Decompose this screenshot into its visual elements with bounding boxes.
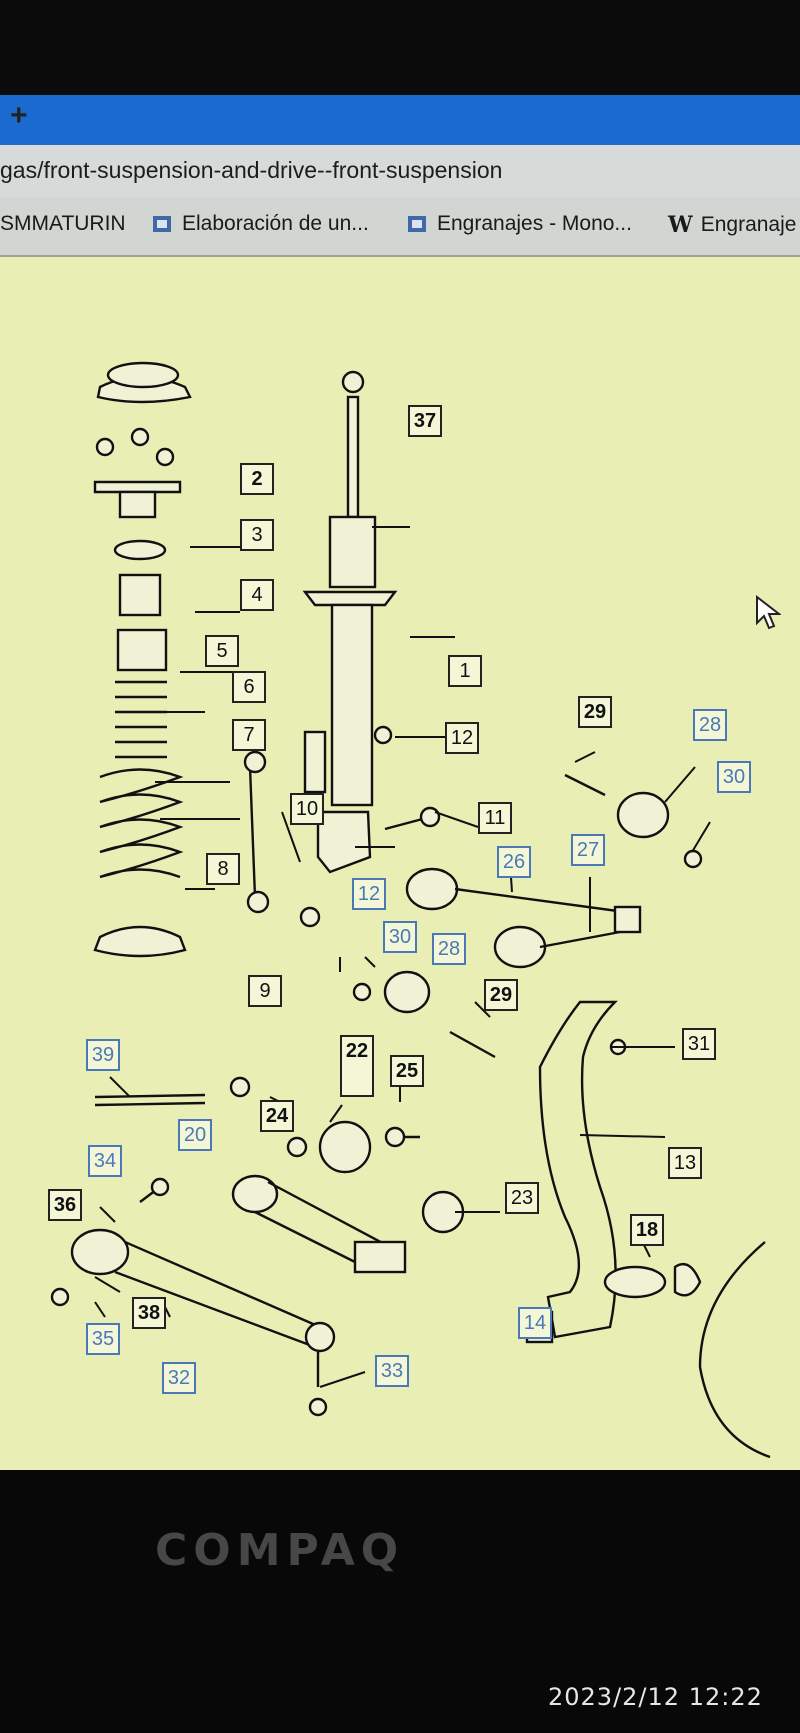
part-label-28a: 28 xyxy=(693,709,727,741)
url-text[interactable]: gas/front-suspension-and-drive--front-su… xyxy=(0,157,503,183)
mouse-cursor-icon xyxy=(756,595,781,630)
bookmark-label: Elaboración de un... xyxy=(182,212,369,235)
part-label-10: 10 xyxy=(290,793,324,825)
part-label-2: 2 xyxy=(240,463,274,495)
part-label-30a: 30 xyxy=(717,761,751,793)
part-label-11: 11 xyxy=(478,802,512,834)
part-label-30b: 30 xyxy=(383,921,417,953)
part-label-7: 7 xyxy=(232,719,266,751)
part-label-35: 35 xyxy=(86,1323,120,1355)
part-label-33: 33 xyxy=(375,1355,409,1387)
part-label-8: 8 xyxy=(206,853,240,885)
part-label-29a: 29 xyxy=(578,696,612,728)
photo-timestamp: 2023/2/12 12:22 xyxy=(548,1683,763,1711)
wikipedia-icon: W xyxy=(668,212,693,238)
bookmark-engranajes-mono[interactable]: Engranajes - Mono... xyxy=(405,212,632,236)
part-label-34: 34 xyxy=(88,1145,122,1177)
page-favicon-icon xyxy=(408,216,426,232)
part-label-39: 39 xyxy=(86,1039,120,1071)
part-label-28b: 28 xyxy=(432,933,466,965)
browser-window: + gas/front-suspension-and-drive--front-… xyxy=(0,95,800,1470)
laptop-bezel-bottom xyxy=(0,1470,800,1733)
bookmark-smmaturin[interactable]: SMMATURIN xyxy=(0,212,126,236)
part-label-26: 26 xyxy=(497,846,531,878)
part-label-14: 14 xyxy=(518,1307,552,1339)
part-label-18: 18 xyxy=(630,1214,664,1246)
suspension-parts-drawing xyxy=(50,361,771,1459)
part-label-9: 9 xyxy=(248,975,282,1007)
part-label-6: 6 xyxy=(232,671,266,703)
part-label-5: 5 xyxy=(205,635,239,667)
part-label-24: 24 xyxy=(260,1100,294,1132)
bookmark-label: Engranajes - Mono... xyxy=(437,212,632,235)
part-label-23: 23 xyxy=(505,1182,539,1214)
part-label-29b: 29 xyxy=(484,979,518,1011)
bookmark-engranaje[interactable]: W Engranaje xyxy=(668,212,796,238)
part-label-27: 27 xyxy=(571,834,605,866)
part-label-22: 22 xyxy=(340,1035,374,1097)
new-tab-button[interactable]: + xyxy=(10,99,28,132)
laptop-bezel-top xyxy=(0,0,800,95)
part-label-1: 1 xyxy=(448,655,482,687)
bookmark-label: SMMATURIN xyxy=(0,212,126,235)
address-bar[interactable]: gas/front-suspension-and-drive--front-su… xyxy=(0,145,800,197)
bookmark-elaboracion[interactable]: Elaboración de un... xyxy=(150,212,369,236)
bookmark-label: Engranaje xyxy=(700,213,797,236)
laptop-brand-logo: COMPAQ xyxy=(155,1525,405,1576)
part-label-3: 3 xyxy=(240,519,274,551)
part-label-37: 37 xyxy=(408,405,442,437)
part-label-32: 32 xyxy=(162,1362,196,1394)
bookmarks-bar: SMMATURIN Elaboración de un... Engranaje… xyxy=(0,197,800,257)
suspension-diagram: 37 2 3 4 5 6 7 8 9 1 12 10 11 12 29 28 3… xyxy=(0,257,800,1470)
part-label-13: 13 xyxy=(668,1147,702,1179)
page-favicon-icon xyxy=(153,216,171,232)
part-label-38: 38 xyxy=(132,1297,166,1329)
part-label-20: 20 xyxy=(178,1119,212,1151)
part-label-31: 31 xyxy=(682,1028,716,1060)
part-label-36: 36 xyxy=(48,1189,82,1221)
part-label-12b: 12 xyxy=(352,878,386,910)
part-label-4: 4 xyxy=(240,579,274,611)
part-label-12a: 12 xyxy=(445,722,479,754)
part-label-25: 25 xyxy=(390,1055,424,1087)
tab-bar: + xyxy=(0,95,800,145)
